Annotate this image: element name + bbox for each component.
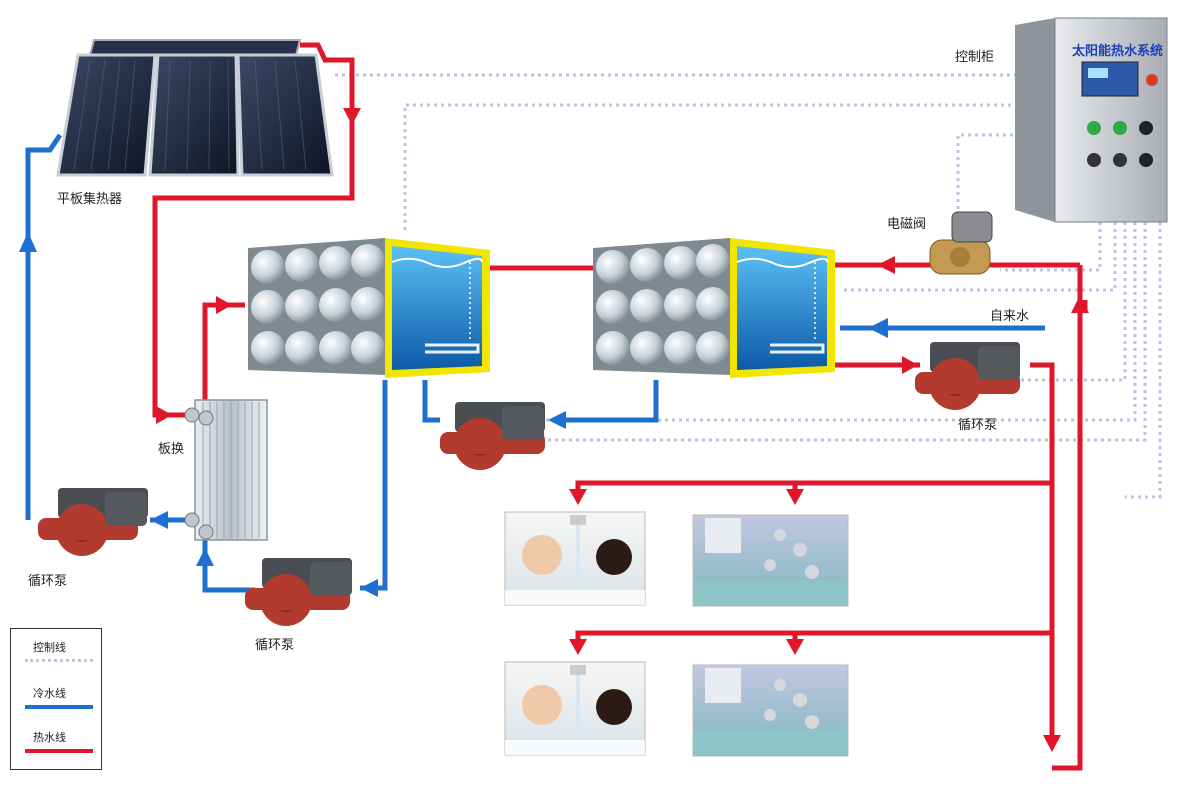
arrow-up-icon — [19, 232, 37, 252]
circulation-pump-middle — [440, 402, 545, 470]
tank-1-panels — [251, 244, 385, 365]
legend-label: 控制线 — [33, 641, 66, 654]
flat-plate-collector — [56, 39, 334, 177]
pump-left-label: 循环泵 — [28, 574, 68, 589]
control-cabinet-label: 控制柜 — [955, 50, 995, 65]
arrow-up-icon — [196, 548, 214, 566]
arrow-down-icon — [786, 639, 804, 655]
control-cabinet — [1015, 17, 1168, 223]
cabinet-title: 太阳能热水系统 — [1072, 44, 1164, 59]
legend: 控制线 冷水线 热水线 — [10, 628, 102, 770]
legend-item-hot-line: 热水线 — [11, 725, 101, 771]
arrow-left-icon — [360, 579, 378, 597]
arrow-down-icon — [786, 489, 804, 505]
hot-water-arrows — [156, 108, 1089, 752]
bathroom-scene-1 — [504, 511, 646, 606]
hot-line-swatch — [25, 749, 93, 753]
pump-bottom-label: 循环泵 — [255, 638, 295, 653]
plate-exchanger-label: 板换 — [158, 442, 185, 457]
legend-label: 热水线 — [33, 731, 66, 744]
water-tank-1 — [248, 238, 490, 378]
tap-water-label: 自来水 — [990, 309, 1030, 324]
arrow-left-icon — [868, 318, 888, 338]
arrow-left-icon — [877, 256, 895, 274]
legend-label: 冷水线 — [33, 687, 66, 700]
arrow-down-icon — [343, 108, 361, 125]
arrow-left-icon — [150, 511, 168, 529]
arrow-right-icon — [156, 406, 172, 424]
control-line-swatch — [25, 659, 93, 662]
water-tank-2 — [593, 238, 835, 378]
cold-water-arrows — [19, 232, 888, 597]
legend-item-control-line: 控制线 — [11, 635, 101, 681]
arrow-down-icon — [569, 639, 587, 655]
circulation-pump-left — [38, 488, 148, 556]
kitchen-scene-2 — [692, 664, 849, 757]
circulation-pump-bottom — [245, 558, 352, 626]
arrow-up-icon — [1071, 295, 1089, 313]
bathroom-scene-2 — [504, 661, 646, 756]
tank-2-panels — [596, 244, 730, 365]
arrow-right-icon — [902, 356, 918, 374]
circulation-pump-right — [915, 342, 1020, 410]
collector-label: 平板集热器 — [57, 192, 123, 207]
arrow-down-icon — [1043, 735, 1061, 752]
control-lines — [335, 73, 1162, 499]
legend-item-cold-line: 冷水线 — [11, 681, 101, 727]
arrow-down-icon — [569, 489, 587, 505]
arrow-left-icon — [548, 411, 566, 429]
cold-line-swatch — [25, 705, 93, 709]
solenoid-valve — [929, 211, 993, 275]
solenoid-valve-label: 电磁阀 — [887, 217, 927, 232]
plate-heat-exchanger — [184, 399, 268, 541]
pump-right-label: 循环泵 — [958, 418, 998, 433]
cabinet-buttons — [1087, 121, 1153, 167]
arrow-right-icon — [216, 296, 232, 314]
kitchen-scene-1 — [692, 514, 849, 607]
